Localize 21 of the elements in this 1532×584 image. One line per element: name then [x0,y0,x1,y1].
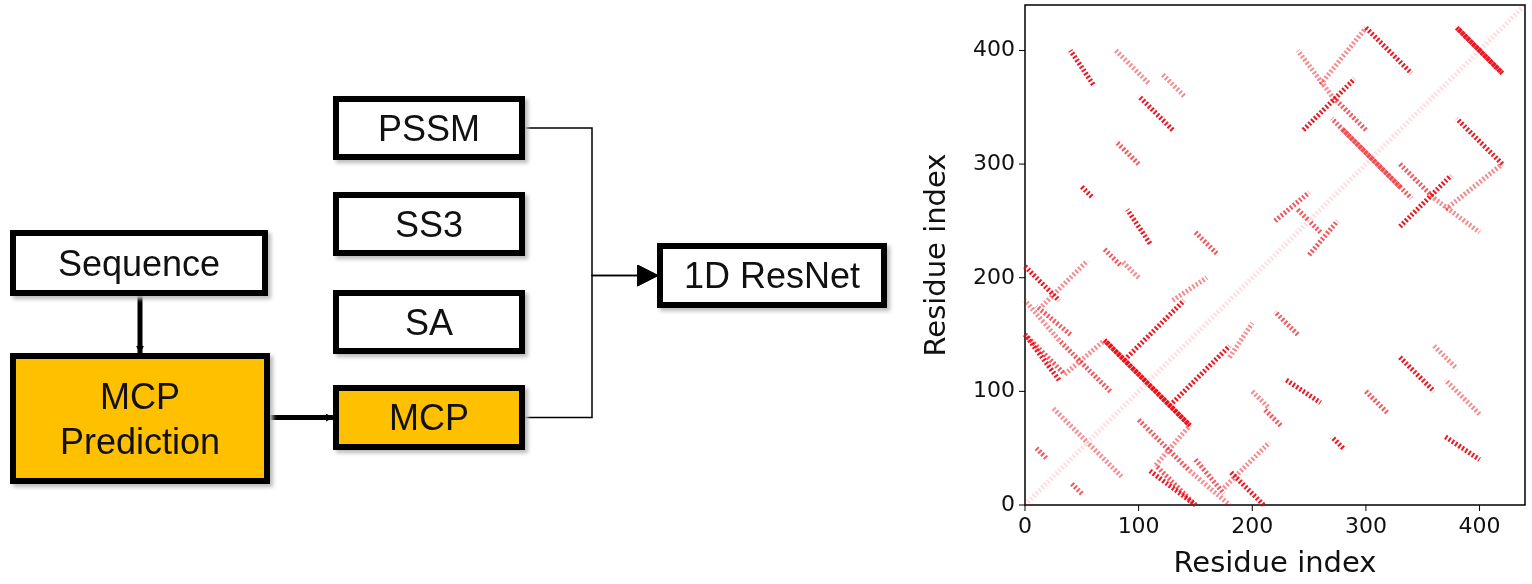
tick-label: 200 [973,263,1015,289]
process-box: MCP Prediction [10,353,270,484]
arrow [136,296,144,354]
process-box: SS3 [333,192,525,256]
tick-label: 200 [1231,513,1274,538]
arrow [270,413,334,422]
axis-title: Residue index [918,153,952,357]
tick-label: 300 [973,150,1015,176]
tick-label: 300 [1344,513,1387,538]
process-box: PSSM [333,96,525,160]
tick-label: 100 [973,377,1015,403]
tick-label: 0 [1018,513,1032,538]
tick-label: 400 [1458,513,1501,538]
axis-title: Residue index [1173,545,1377,579]
tick-label: 0 [1001,491,1015,516]
process-box: MCP [333,385,525,450]
process-box: 1D ResNet [657,243,887,308]
process-box: Sequence [10,230,268,296]
tick-label: 100 [1117,513,1160,538]
tick-label: 400 [973,36,1015,62]
process-box: SA [333,290,525,354]
